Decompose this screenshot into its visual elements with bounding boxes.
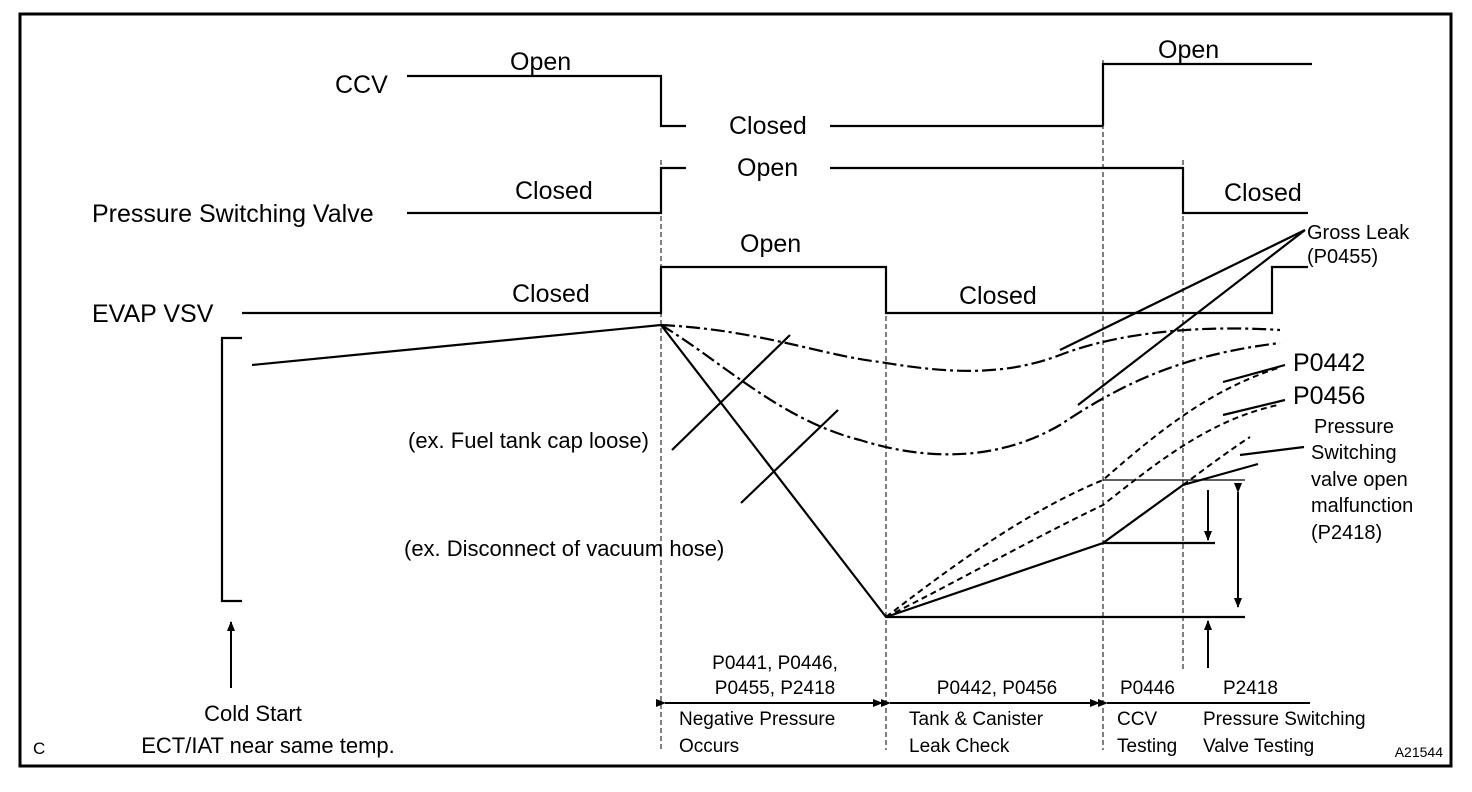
reference-lines (886, 479, 1245, 619)
pressure-curve-pre (251, 323, 662, 367)
psv-state-open: Open (737, 154, 798, 182)
fuel-cap-example: (ex. Fuel tank cap loose) (408, 428, 649, 453)
ccv-state-closed: Closed (729, 112, 807, 140)
diagram-frame (18, 12, 1453, 768)
svg-text:Tank & Canister: Tank & Canister (909, 709, 1044, 730)
curve-gross-leak-lower (660, 324, 1281, 456)
vacuum-hose-example: (ex. Disconnect of vacuum hose) (404, 536, 724, 561)
figure-id: A21544 (1395, 744, 1443, 760)
ccv-trace-open (407, 74, 686, 128)
svg-text:P0442, P0456: P0442, P0456 (937, 678, 1057, 699)
leader-lines (671, 229, 1306, 504)
phase-negative-pressure: P0441, P0446, P0455, P2418 Negative Pres… (679, 653, 838, 757)
psv-malf-label-4: malfunction (1311, 495, 1413, 517)
curve-labels: Gross Leak (P0455) P0442 P0456 Pressure … (404, 222, 1413, 561)
ccv-signal: CCV Open Closed Open (335, 36, 1312, 140)
ccv-label: CCV (335, 71, 388, 99)
curve-p0456 (885, 404, 1279, 618)
evap-vsv-trace (242, 265, 1308, 315)
evap-vsv-signal: EVAP VSV Closed Open Closed (92, 230, 1308, 328)
p0456-label: P0456 (1293, 382, 1365, 410)
ccv-state-open-2: Open (1158, 36, 1219, 64)
psv-trace-closed (407, 166, 686, 215)
psv-malf-label-1: Pressure (1314, 416, 1394, 438)
curve-psv-malf (1182, 436, 1251, 486)
phase-guides (660, 60, 1184, 750)
phase-psv-testing: P2418 Pressure Switching Valve Testing (1203, 678, 1366, 757)
evap-state-closed-2: Closed (959, 282, 1037, 310)
svg-text:Pressure Switching: Pressure Switching (1203, 709, 1366, 730)
pressure-curves (251, 323, 1281, 619)
corner-letter: C (33, 739, 45, 758)
psv-malf-label-2: Switching (1311, 442, 1397, 464)
evap-vsv-label: EVAP VSV (92, 300, 214, 328)
psv-state-closed-2: Closed (1224, 179, 1302, 207)
curve-gross-leak-upper (660, 323, 1281, 372)
svg-text:P0441, P0446,: P0441, P0446, (712, 653, 838, 674)
svg-text:CCV: CCV (1117, 709, 1157, 730)
cold-start-marker: Cold Start ECT/IAT near same temp. (141, 621, 395, 758)
curve-p0442 (885, 367, 1279, 618)
cold-start-condition: ECT/IAT near same temp. (141, 733, 395, 758)
psv-malf-label-3: valve open (1311, 469, 1408, 491)
phase-ccv-testing: P0446 CCV Testing (1117, 678, 1177, 757)
psv-malf-label-5: (P2418) (1311, 522, 1382, 544)
evap-state-open: Open (740, 230, 801, 258)
psv-label: Pressure Switching Valve (92, 200, 374, 228)
svg-text:P0446: P0446 (1120, 678, 1175, 699)
svg-text:Occurs: Occurs (679, 736, 739, 757)
psv-trace-open (830, 166, 1308, 215)
cold-start-label: Cold Start (204, 701, 302, 726)
psv-signal: Pressure Switching Valve Closed Open Clo… (92, 154, 1308, 228)
ccv-state-open-1: Open (510, 48, 571, 76)
gross-leak-code: (P0455) (1307, 246, 1378, 268)
p0442-label: P0442 (1293, 349, 1365, 377)
measurement-arrows (1204, 483, 1242, 668)
gross-leak-label: Gross Leak (1307, 222, 1410, 244)
pressure-axis-bracket (220, 336, 242, 603)
ccv-trace-reopen (1101, 62, 1312, 126)
phase-leak-check: P0442, P0456 Tank & Canister Leak Check (909, 678, 1057, 757)
svg-text:Testing: Testing (1117, 736, 1177, 757)
svg-text:Valve Testing: Valve Testing (1203, 736, 1314, 757)
psv-state-closed-1: Closed (515, 177, 593, 205)
svg-text:P2418: P2418 (1223, 678, 1278, 699)
svg-text:P0455, P2418: P0455, P2418 (715, 678, 835, 699)
svg-text:Negative Pressure: Negative Pressure (679, 709, 835, 730)
svg-text:Leak Check: Leak Check (909, 736, 1010, 757)
evap-state-closed-1: Closed (512, 280, 590, 308)
